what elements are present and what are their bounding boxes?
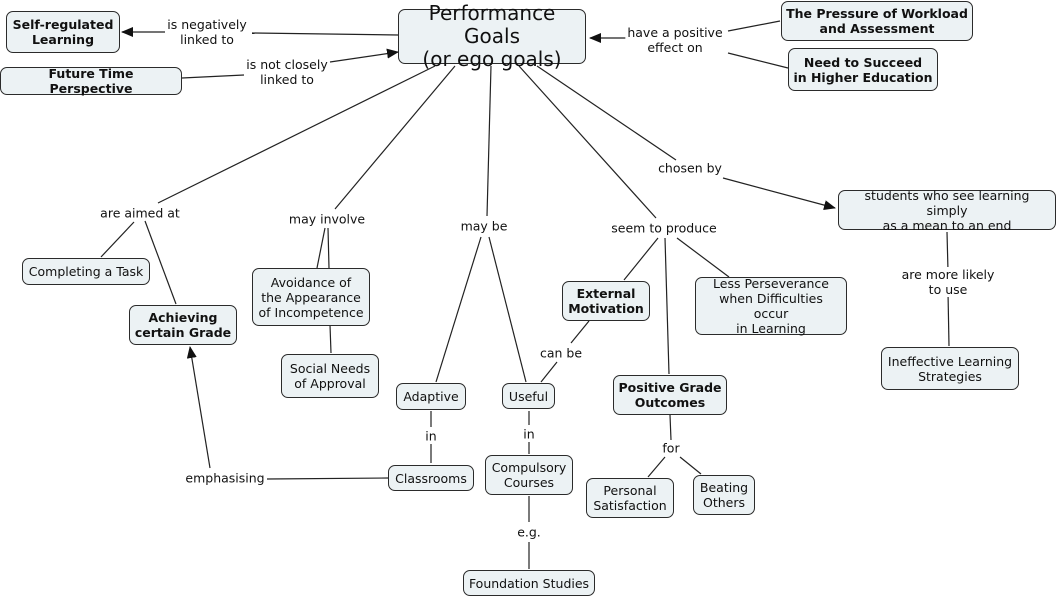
ineffective-strategies-node[interactable]: Ineffective Learning Strategies [881, 347, 1019, 390]
connector-line [251, 32, 399, 36]
less-perseverance-node[interactable]: Less Perseverance when Difficulties occu… [695, 276, 847, 336]
connector-line [486, 65, 492, 217]
connector-line [946, 231, 949, 272]
future-time-perspective-node[interactable]: Future Time Perspective [0, 66, 182, 96]
connector-line [329, 324, 332, 354]
link-label-eg: e.g. [515, 524, 543, 540]
link-label-chosen-by: chosen by [656, 160, 724, 176]
connector-line [676, 237, 730, 278]
connector-line [518, 65, 657, 219]
connector-line [334, 65, 456, 210]
connector-line [664, 237, 670, 375]
connector-line [536, 65, 677, 161]
link-label-in-useful: in [521, 426, 537, 442]
connector-line [144, 220, 177, 305]
connector-line [181, 74, 245, 79]
achieving-grade-node[interactable]: Achieving certain Grade [129, 305, 237, 345]
positive-grade-outcomes-node[interactable]: Positive Grade Outcomes [613, 375, 727, 415]
link-label-aimed-at: are aimed at [98, 205, 182, 221]
beating-others-node[interactable]: Beating Others [693, 475, 755, 515]
connector-line [316, 227, 326, 269]
connector-line [947, 291, 950, 347]
link-label-seem-to-produce: seem to produce [609, 220, 719, 236]
connector-arrow [722, 177, 836, 210]
link-label-for: for [660, 440, 682, 456]
connector-line [679, 456, 702, 475]
link-label-more-likely: are more likely to use [893, 267, 1003, 297]
completing-task-node[interactable]: Completing a Task [22, 258, 150, 285]
connector-line [540, 361, 558, 383]
link-label-in-adaptive: in [423, 428, 439, 444]
compulsory-courses-node[interactable]: Compulsory Courses [485, 455, 573, 495]
adaptive-node[interactable]: Adaptive [396, 383, 466, 410]
connector-line [623, 237, 659, 281]
connector-line [435, 236, 482, 383]
connector-line [727, 20, 781, 32]
link-label-can-be: can be [537, 345, 585, 361]
connector-line [647, 456, 666, 478]
link-label-may-involve: may involve [286, 211, 368, 227]
link-label-may-be: may be [458, 218, 510, 234]
avoidance-node[interactable]: Avoidance of the Appearance of Incompete… [252, 268, 370, 326]
connector-line [727, 52, 789, 69]
self-regulated-learning-node[interactable]: Self-regulated Learning [6, 11, 120, 53]
link-label-positive-effect: have a positive effect on [625, 25, 725, 55]
personal-satisfaction-node[interactable]: Personal Satisfaction [586, 478, 674, 518]
link-label-negatively-linked: is negatively linked to [165, 17, 249, 47]
pressure-workload-node[interactable]: The Pressure of Workload and Assessment [781, 1, 973, 41]
connector-line [669, 414, 672, 441]
connector-arrow [329, 48, 399, 63]
connector-line [327, 227, 330, 269]
connector-arrow [186, 346, 211, 469]
useful-node[interactable]: Useful [502, 383, 555, 409]
connector-line [488, 236, 527, 383]
central-concept-node[interactable]: Performance Goals (or ego goals) [398, 2, 586, 71]
link-label-not-closely-linked: is not closely linked to [244, 57, 330, 87]
students-node[interactable]: students who see learning simply as a me… [838, 188, 1056, 233]
classrooms-node[interactable]: Classrooms [388, 465, 474, 491]
connector-line [266, 477, 389, 480]
connector-line [100, 221, 135, 258]
connector-line [570, 320, 590, 344]
link-label-emphasising: emphasising [183, 470, 267, 486]
foundation-studies-node[interactable]: Foundation Studies [463, 570, 595, 596]
need-to-succeed-node[interactable]: Need to Succeed in Higher Education [788, 48, 938, 91]
connector-line [157, 65, 436, 204]
social-needs-node[interactable]: Social Needs of Approval [281, 354, 379, 398]
external-motivation-node[interactable]: External Motivation [562, 281, 650, 321]
